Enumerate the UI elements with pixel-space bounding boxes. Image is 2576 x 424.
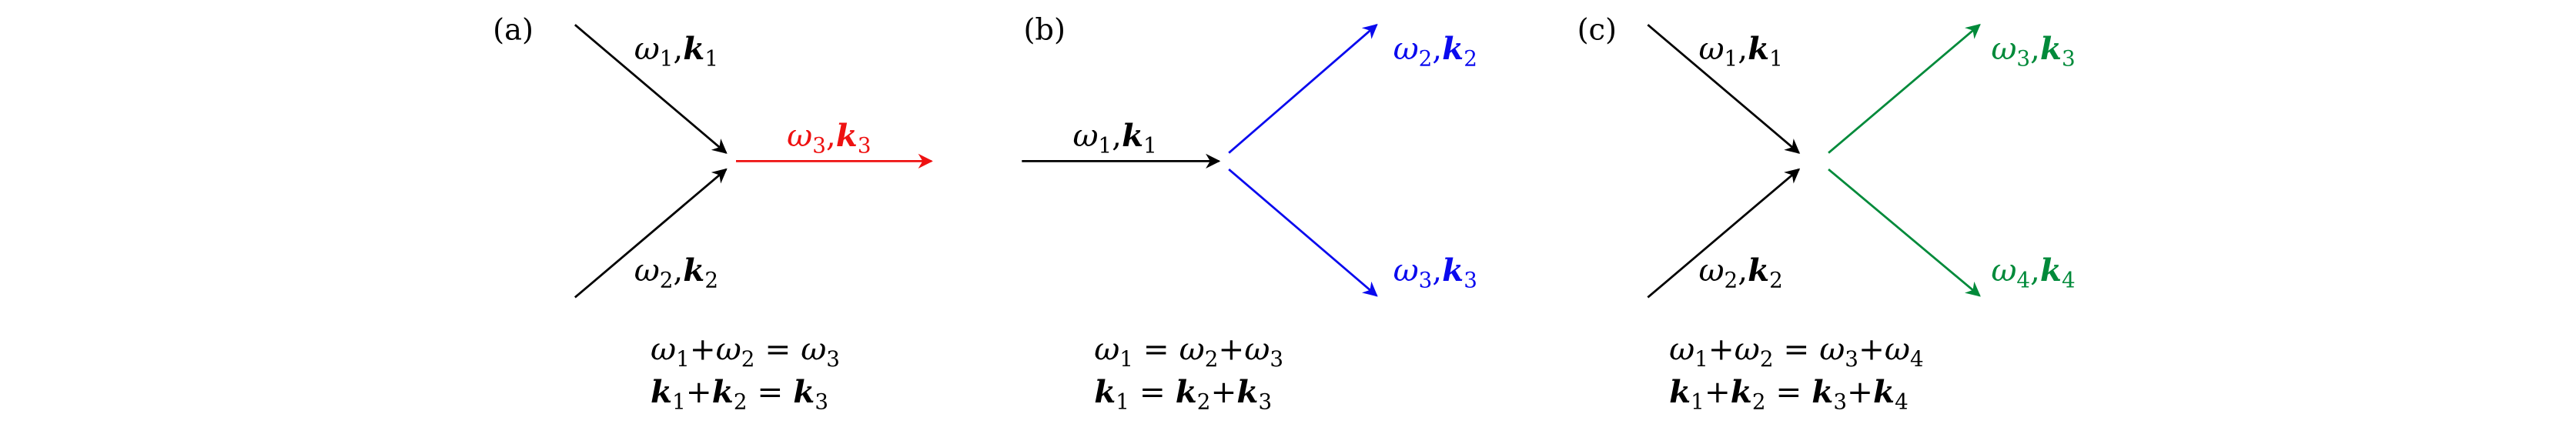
outgoing-wave-3-arrow <box>1828 23 1981 154</box>
wave-1-label: ω1​,k1​ <box>1072 117 1156 159</box>
wave-2-label: ω2​,k2​ <box>1698 252 1782 293</box>
wave-3-label: ω3​,k3​ <box>1991 30 2075 72</box>
wavevector-matching-equation: k1​+k2​ = k3​ <box>651 373 828 415</box>
wave-3-label: ω3​,k3​ <box>787 117 871 159</box>
outgoing-wave-3-arrow <box>1228 168 1378 297</box>
panel-c: (c) ω1​,k1​ ω2​,k2​ ω3​,k3​ ω4​,k4​ ω1​+… <box>1577 12 2076 414</box>
incoming-wave-1-arrow <box>574 24 728 154</box>
incoming-wave-2-arrow <box>1647 168 1801 299</box>
wavevector-matching-equation: k1​ = k2​+k3​ <box>1094 373 1272 415</box>
wave-3-label: ω3​,k3​ <box>1393 252 1477 293</box>
incoming-wave-1-arrow <box>1647 24 1801 154</box>
outgoing-wave-2-arrow <box>1228 23 1378 154</box>
incoming-wave-2-arrow <box>574 168 728 299</box>
wave-4-label: ω4​,k4​ <box>1991 252 2075 293</box>
wavevector-matching-equation: k1​+k2​ = k3​+k4​ <box>1669 373 1909 415</box>
panel-a: (a) ω1​,k1​ ω2​,k2​ ω3​,k3​ ω1​+ω2​ = ω3… <box>493 12 933 415</box>
panel-label: (c) <box>1577 12 1617 47</box>
panel-b: (b) ω1​,k1​ ω2​,k2​ ω3​,k3​ ω1​ = ω2​+ω3… <box>1022 12 1477 415</box>
frequency-matching-equation: ω1​ = ω2​+ω3​ <box>1094 331 1283 372</box>
frequency-matching-equation: ω1​+ω2​ = ω3​ <box>651 331 840 372</box>
outgoing-wave-4-arrow <box>1828 168 1981 297</box>
wave-2-label: ω2​,k2​ <box>634 252 718 293</box>
wave-2-label: ω2​,k2​ <box>1393 30 1477 72</box>
panel-label: (a) <box>493 12 534 47</box>
panel-label: (b) <box>1023 12 1066 47</box>
wave-1-label: ω1​,k1​ <box>634 30 718 72</box>
wave-1-label: ω1​,k1​ <box>1698 30 1782 72</box>
frequency-matching-equation: ω1​+ω2​ = ω3​+ω4​ <box>1669 331 1924 372</box>
